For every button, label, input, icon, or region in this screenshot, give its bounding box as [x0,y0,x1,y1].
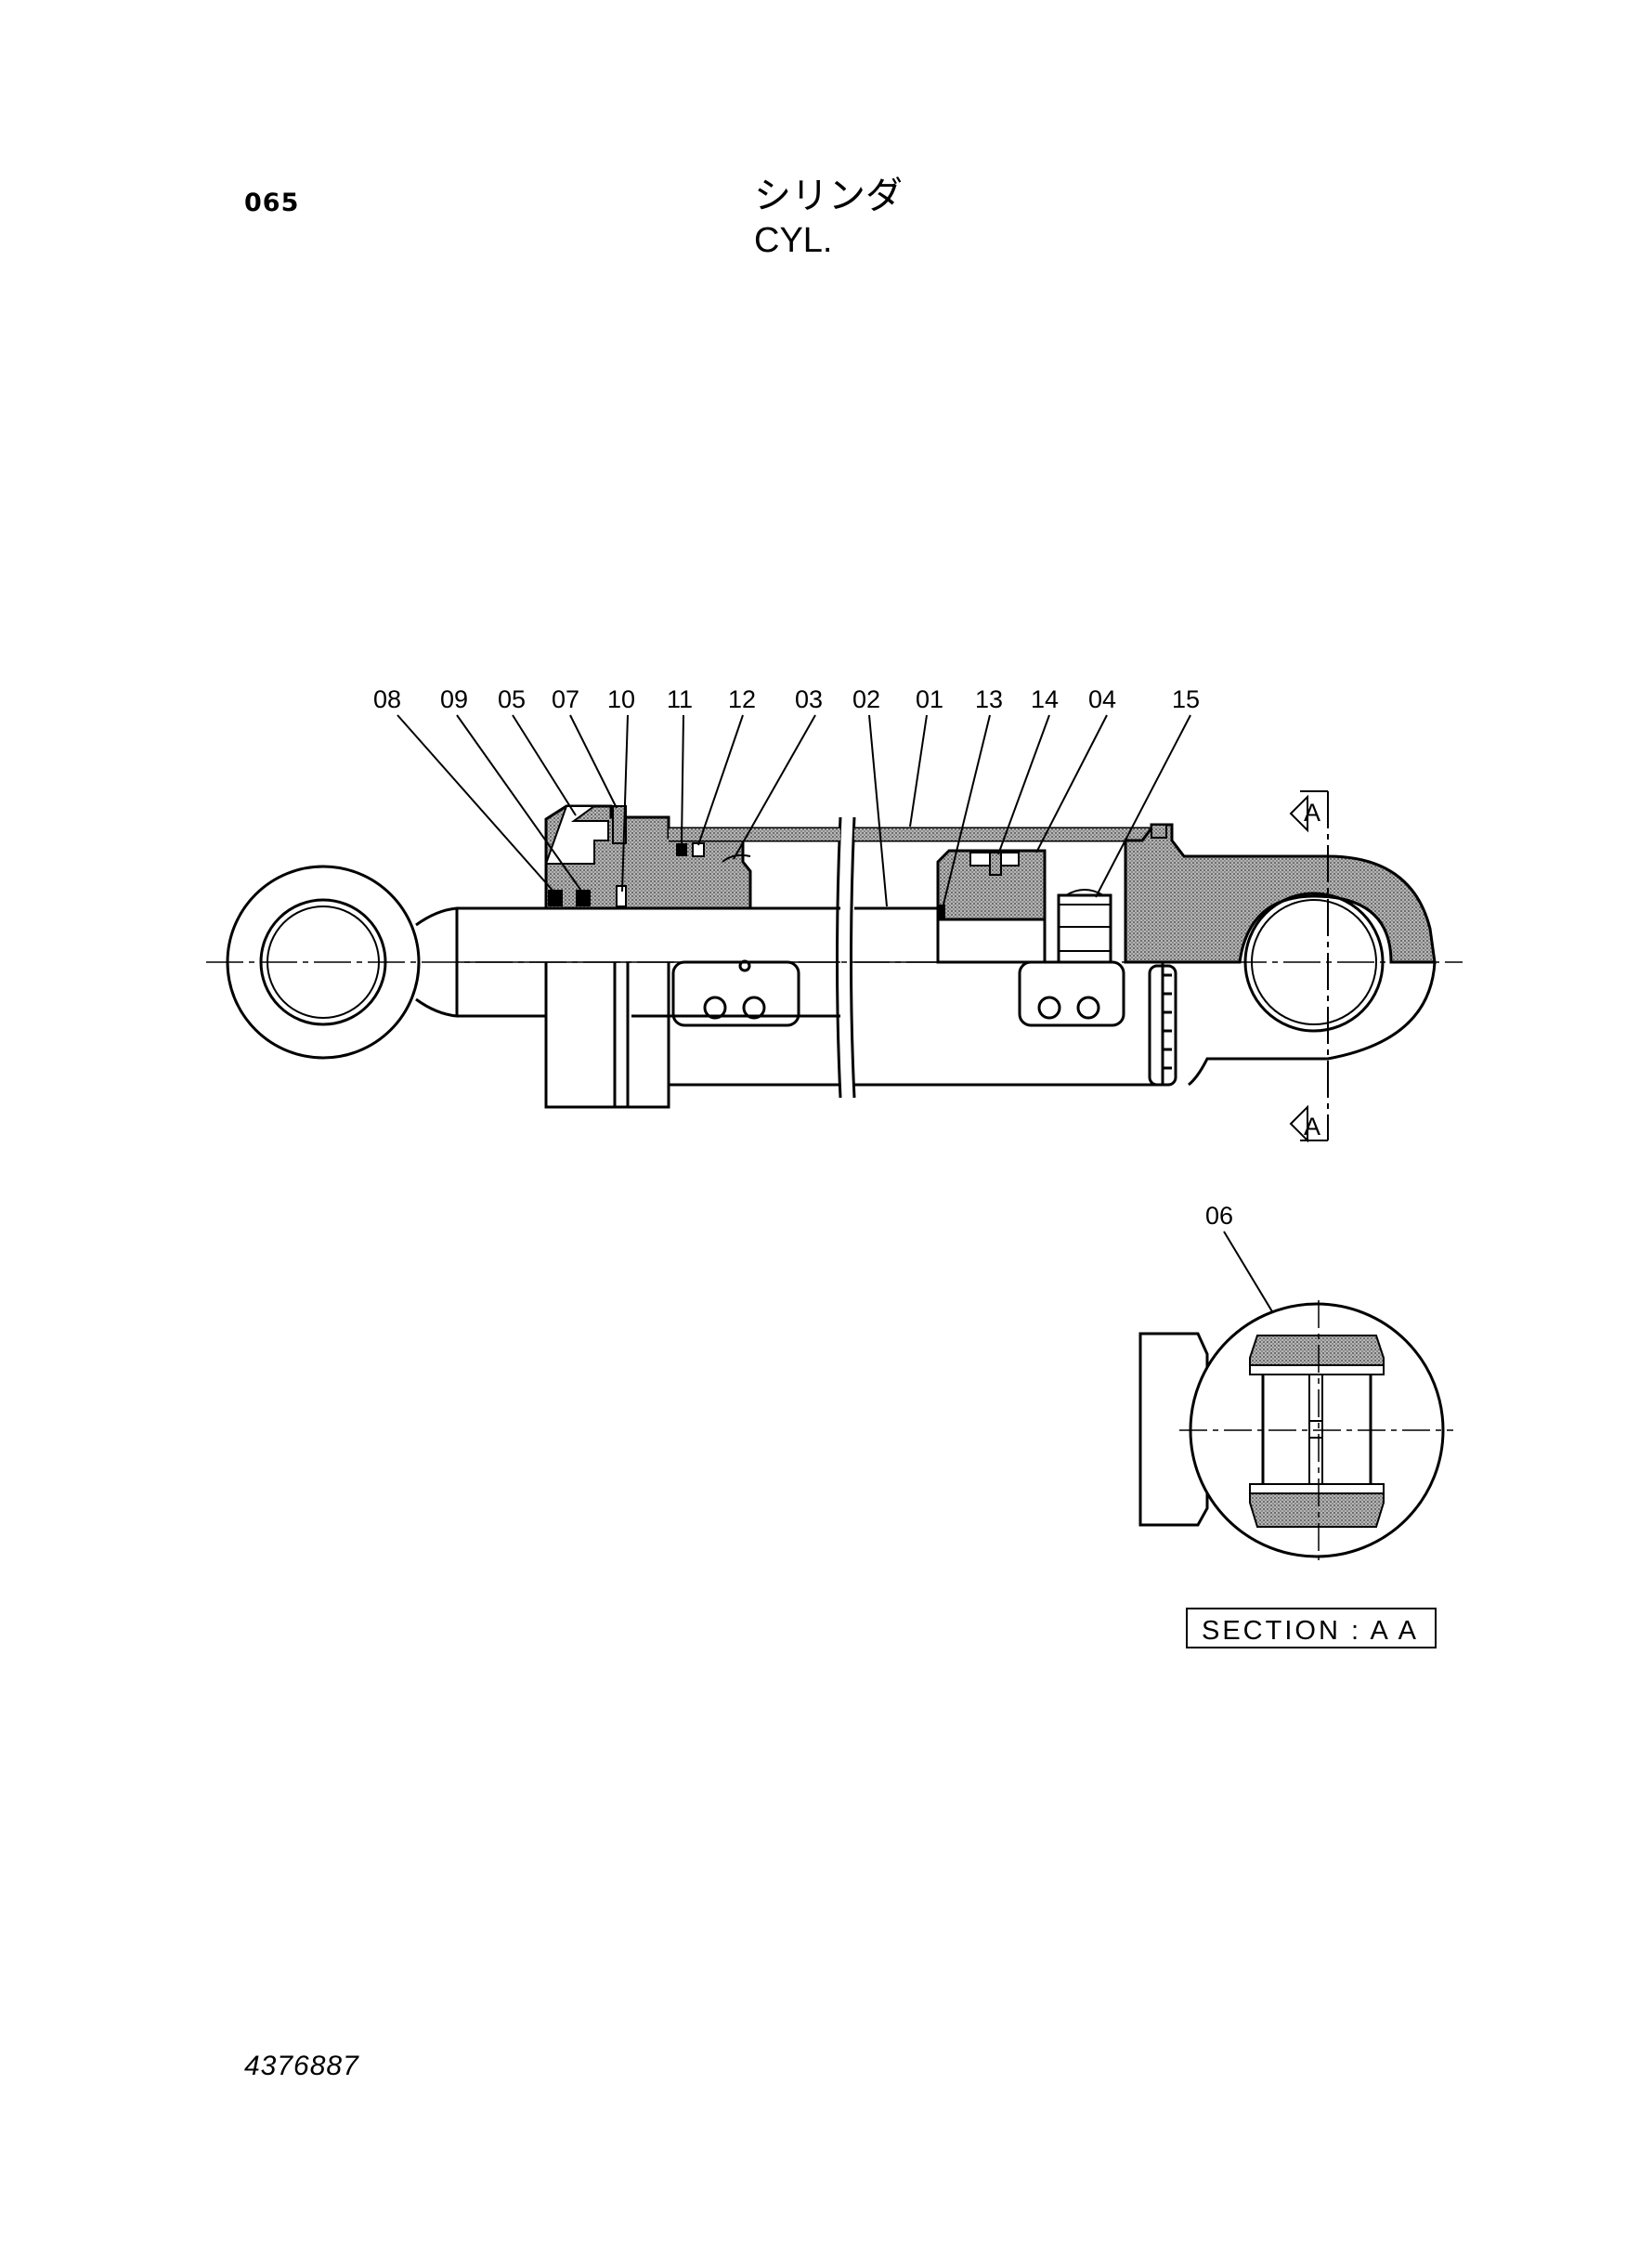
callout-05: 05 [498,685,526,713]
title-english: CYL. [754,221,833,260]
callout-06: 06 [1205,1202,1233,1230]
cylinder-bottom-section [1124,823,1437,964]
callout-03: 03 [795,685,823,713]
cylinder-head-section [544,804,752,910]
callout-08: 08 [373,685,401,713]
callout-01: 01 [916,685,943,713]
piston-section [936,849,1047,964]
rod-eye [226,865,459,1060]
page-number: 065 [244,189,300,217]
cylinder-head-lower [544,962,670,1109]
callout-14: 14 [1031,685,1059,713]
lock-nut [1057,889,1112,964]
callout-12: 12 [728,685,756,713]
section-label-box [1186,1608,1437,1648]
callout-07: 07 [552,685,579,713]
leader-lines [397,714,1301,1359]
callout-11: 11 [667,685,693,713]
cylinder-bottom-lower [1018,892,1437,1087]
title-japanese: シリンダ [754,175,903,217]
callout-09: 09 [440,685,468,713]
callout-02: 02 [852,685,880,713]
callout-labels: 08 09 05 07 10 11 12 03 02 01 13 14 04 1… [373,685,1233,1230]
callout-04: 04 [1088,685,1116,713]
section-marker-bottom: A [1304,1113,1320,1140]
section-cut-line [1289,790,1329,1143]
callout-15: 15 [1172,685,1200,713]
callout-10: 10 [607,685,635,713]
section-aa-view [1138,1300,1453,1560]
section-label: SECTION : A A [1202,1616,1419,1646]
section-marker-top: A [1304,799,1320,827]
drawing-number: 4376887 [244,2051,359,2081]
callout-13: 13 [975,685,1003,713]
